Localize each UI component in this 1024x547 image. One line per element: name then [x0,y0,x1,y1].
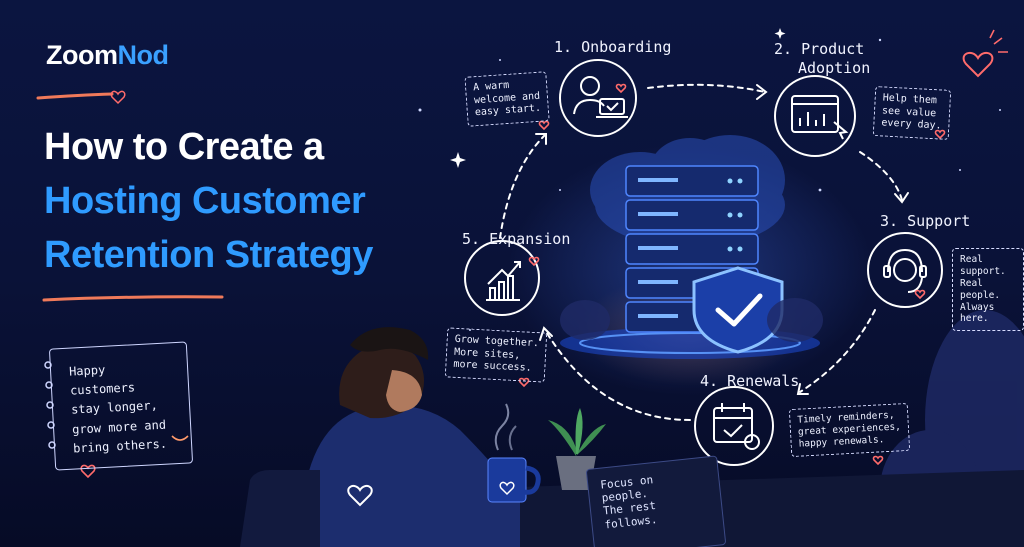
step-5-label: 5. Expansion [462,230,571,248]
quote-card: Happy customers stay longer, grow more a… [48,341,194,471]
headline-line-3: Retention Strategy [44,234,373,276]
sparkle-stars [418,28,1001,331]
smiley-icon [171,435,189,441]
brush-underline-top [36,92,114,100]
coffee-mug-icon [487,403,541,503]
headset-icon [883,248,927,293]
headline-line-2: Hosting Customer [44,180,366,222]
notebook-spiral [44,361,56,449]
heart-icon [110,90,126,105]
step-2-label-line-2: Adoption [798,59,871,77]
brand-logo: ZoomNod [46,40,169,71]
step-5-note: Grow together. More sites, more success. [444,327,548,383]
heart-doodles [80,29,1008,479]
step-1-label: 1. Onboarding [554,38,672,56]
step-3-label: 3. Support [880,212,971,230]
step-2-note: Help them see value every day. [872,86,952,140]
brand-name-part2: Nod [117,40,169,70]
note-line: Always here. [960,301,995,325]
notebook: Focus on people. The rest follows. [585,455,727,547]
dashboard-cursor-icon [791,95,849,140]
brush-underline-bottom [42,295,224,302]
step-2-label-line-1: 2. Product [774,40,865,58]
person-illustration [240,327,520,547]
step-3-note: Real support. Real people. Always here. [952,248,1024,332]
shield-check-icon [692,266,784,354]
brand-name-part1: Zoom [46,40,118,70]
arrow-heads [535,84,909,395]
calendar-check-icon [713,403,760,450]
quote-line: Happy customers [68,362,136,398]
user-laptop-icon [573,76,628,118]
headline-line-1: How to Create a [44,126,324,168]
potted-plant-icon [548,408,606,490]
step-4-note: Timely reminders, great experiences, hap… [788,402,911,457]
growth-chart-icon [486,261,521,301]
step-1-note: A warm welcome and easy start. [464,71,550,127]
note-line: every day. [881,117,942,132]
step-circles [464,59,943,466]
cycle-arrows [499,83,903,421]
note-line: Real support. [960,254,1006,277]
note-line: Real people. [960,277,1001,301]
step-4-label: 4. Renewals [700,372,800,390]
